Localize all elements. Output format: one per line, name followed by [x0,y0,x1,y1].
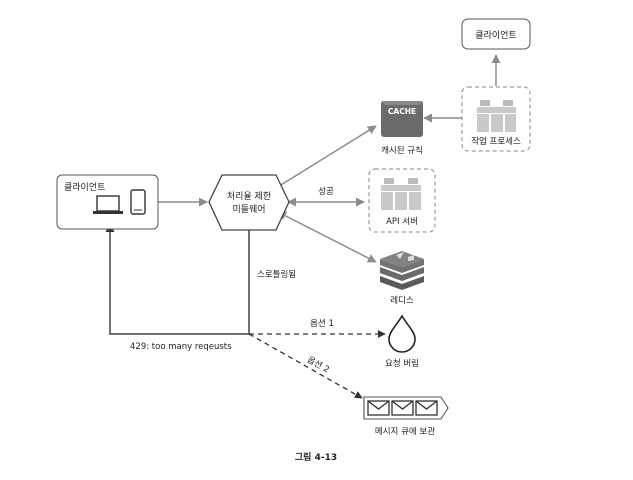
message-queue-node: 메시지 큐에 보관 [363,396,449,437]
drop-request-node: 요청 버림 [385,314,419,369]
middleware-label-line2: 미들웨어 [232,203,265,215]
error-429-label: 429: too many reqeusts [130,342,232,352]
drop-request-label: 요청 버림 [385,358,419,369]
throttled-label: 스로틀링됨 [257,269,296,280]
message-queue-label: 메시지 큐에 보관 [375,426,435,437]
option1-label: 옵션 1 [310,318,334,329]
server-icon [477,100,516,132]
water-drop-icon [388,314,416,353]
arrow-option2 [248,333,363,399]
api-server-label: API 서버 [386,216,418,227]
client-left-label: 클라이언트 [64,181,105,193]
rate-limiter-middleware: 처리율 제한 미들웨어 [208,174,290,231]
connectors [105,54,501,399]
envelope-icon [367,400,390,416]
option2-label: 옵션 2 [305,354,331,375]
arrow-middleware-to-cache [275,125,377,189]
worker-label: 작업 프로세스 [471,136,521,147]
figure-caption: 그림 4-13 [295,451,337,463]
worker-process: 작업 프로세스 [461,86,531,152]
arrow-429-to-client [105,223,250,335]
laptop-icon [93,195,123,214]
envelope-icon [391,400,414,416]
redis-node: 레디스 [380,251,424,306]
cache-node: CACHE 캐시된 규칙 [381,101,423,156]
server-icon [381,178,421,210]
middleware-label-line1: 처리율 제한 [227,190,271,202]
client-top-box: 클라이언트 [461,18,531,50]
client-left-box: 클라이언트 [56,174,159,230]
envelope-icon [415,400,438,416]
arrow-middleware-to-redis [277,211,377,263]
api-server: API 서버 [368,168,436,233]
redis-label: 레디스 [390,296,414,306]
redis-icon [380,251,424,290]
cache-rules-label: 캐시된 규칙 [381,145,423,156]
cache-box-label: CACHE [388,107,416,116]
success-label: 성공 [318,187,334,197]
client-top-label: 클라이언트 [475,29,516,41]
phone-icon [130,189,146,215]
